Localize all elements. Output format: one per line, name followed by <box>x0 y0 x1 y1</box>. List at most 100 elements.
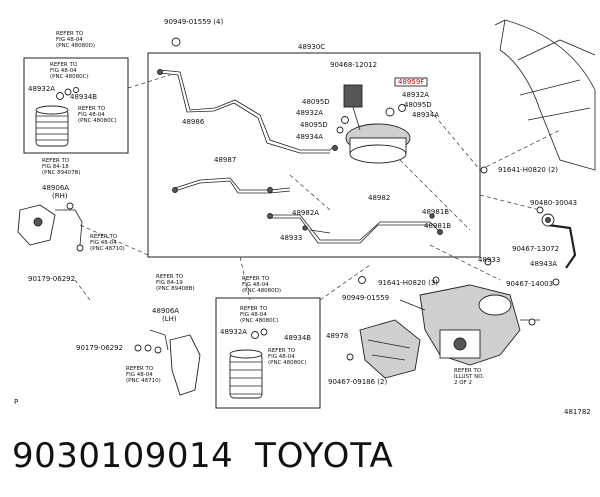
label-90467-14003: 90467-14003 <box>506 280 553 288</box>
label-48934A-right: 48934A <box>412 111 439 119</box>
refer-note-9: REFER TO FIG 48-04 (PNC 48080C) <box>268 348 307 366</box>
svg-text:FIG 48-04: FIG 48-04 <box>240 312 267 318</box>
label-48934B-box1: 48934B <box>70 93 97 101</box>
label-90179-06292-a: 90179-06292 <box>28 275 75 283</box>
svg-text:FIG 84-18: FIG 84-18 <box>42 164 69 170</box>
svg-text:REFER TO: REFER TO <box>78 106 106 112</box>
label-highlighted-part: 48959F <box>398 78 424 86</box>
label-48906A-lh: 48906A <box>152 307 179 315</box>
label-90480-30043: 90480-30043 <box>530 199 577 207</box>
label-48933-right: 48933 <box>478 256 500 264</box>
label-lh: (LH) <box>162 315 177 323</box>
refer-note-8: REFER TO FIG 48-04 (PNC 48080C) <box>240 306 279 324</box>
refer-note-7: REFER TO FIG 48-04 (PNC 48080D) <box>242 276 281 294</box>
label-91641-h0820-a: 91641-H0820 (2) <box>498 166 558 174</box>
pipe-48982 <box>270 214 441 244</box>
svg-text:FIG 48-04: FIG 48-04 <box>78 112 105 118</box>
refer-note-6: REFER TO FIG 84-19 (PNC 89408B) <box>156 274 195 292</box>
svg-text:(PNC 48080C): (PNC 48080C) <box>268 360 307 366</box>
svg-text:REFER TO: REFER TO <box>50 62 78 68</box>
svg-text:REFER TO: REFER TO <box>42 158 70 164</box>
refer-note-3: REFER TO FIG 48-04 (PNC 48080C) <box>78 106 117 124</box>
svg-text:FIG 48-04: FIG 48-04 <box>126 372 153 378</box>
label-48932A-box1: 48932A <box>28 85 55 93</box>
svg-text:FIG 48-04: FIG 48-04 <box>90 240 117 246</box>
svg-text:(PNC 48080D): (PNC 48080D) <box>242 288 281 294</box>
svg-text:(PNC 48710): (PNC 48710) <box>126 378 161 384</box>
pipe-48986 <box>159 69 336 154</box>
svg-text:(PNC 48710): (PNC 48710) <box>90 246 125 252</box>
height-control-valve <box>336 77 428 164</box>
svg-text:REFER TO: REFER TO <box>268 348 296 354</box>
air-spring-bellows-upper <box>35 87 79 147</box>
label-48982A: 48982A <box>292 209 319 217</box>
svg-text:REFER TO: REFER TO <box>454 368 482 374</box>
compressor-assembly <box>399 284 540 366</box>
part-number: 9030109014 <box>12 436 234 476</box>
label-48982: 48982 <box>368 194 390 202</box>
refer-note-11: REFER TO ILLUST NO. 2 OF 2 <box>454 368 484 386</box>
label-90949-01559-top: 90949-01559 (4) <box>164 18 223 26</box>
subassembly-box-left <box>23 57 129 154</box>
refer-notes: REFER TO FIG 48-04 (PNC 48080D) REFER TO… <box>42 31 484 386</box>
label-illustration-id: 481782 <box>564 408 591 416</box>
label-48981B: 48981B <box>422 208 449 216</box>
pipe-48987 <box>174 177 291 194</box>
svg-text:FIG 48-04: FIG 48-04 <box>268 354 295 360</box>
bolts <box>134 37 560 361</box>
label-48987: 48987 <box>214 156 236 164</box>
svg-text:FIG 48-04: FIG 48-04 <box>56 37 83 43</box>
label-48932A-right: 48932A <box>402 91 429 99</box>
label-90467-09186: 90467-09186 (2) <box>328 378 387 386</box>
svg-text:2 OF 2: 2 OF 2 <box>454 380 472 386</box>
label-48906A-rh: 48906A <box>42 184 69 192</box>
svg-text:REFER TO: REFER TO <box>126 366 154 372</box>
svg-text:(PNC 48080D): (PNC 48080D) <box>56 43 95 49</box>
bracket-48906A-lh <box>144 329 201 396</box>
svg-text:REFER TO: REFER TO <box>156 274 184 280</box>
svg-text:(PNC 48080C): (PNC 48080C) <box>50 74 89 80</box>
bracket-48906A-rh <box>17 202 84 252</box>
svg-text:FIG 84-19: FIG 84-19 <box>156 280 183 286</box>
svg-text:(PNC 48080C): (PNC 48080C) <box>240 318 279 324</box>
svg-text:(PNC 89408B): (PNC 89408B) <box>156 286 195 292</box>
svg-text:REFER TO: REFER TO <box>90 234 118 240</box>
svg-text:REFER TO: REFER TO <box>240 306 268 312</box>
label-48933-left: 48933 <box>280 234 302 242</box>
part-labels: 90949-01559 (4) 48930C 90468-12012 48959… <box>14 18 591 416</box>
svg-text:REFER TO: REFER TO <box>56 31 84 37</box>
refer-note-5: REFER TO FIG 48-04 (PNC 48710) <box>90 234 125 252</box>
assembly-frame-48930C <box>147 52 481 258</box>
subassembly-box-bottom <box>215 297 321 409</box>
label-48981B-2: 48981B <box>424 222 451 230</box>
label-48095D-left2: 48095D <box>300 121 328 129</box>
refer-note-4: REFER TO FIG 84-18 (PNC 89407B) <box>42 158 81 176</box>
svg-text:REFER TO: REFER TO <box>242 276 270 282</box>
label-48932A-box2: 48932A <box>220 328 247 336</box>
dashed-leaders <box>74 74 561 301</box>
bracket-48978 <box>359 319 421 379</box>
label-90467-13072: 90467-13072 <box>512 245 559 253</box>
label-90179-06292-b: 90179-06292 <box>76 344 123 352</box>
brand-name: TOYOTA <box>255 436 394 476</box>
label-rh: (RH) <box>52 192 68 200</box>
label-48943A: 48943A <box>530 260 557 268</box>
refer-note-10: REFER TO FIG 48-04 (PNC 48710) <box>126 366 161 384</box>
label-P: P <box>14 398 18 406</box>
label-48934A-left: 48934A <box>296 133 323 141</box>
parts-diagram: 90949-01559 (4) 48930C 90468-12012 48959… <box>14 18 596 416</box>
label-48932A-mid: 48932A <box>296 109 323 117</box>
fittings <box>157 69 443 235</box>
label-48095D-left: 48095D <box>302 98 330 106</box>
hose-48943A <box>541 213 577 269</box>
svg-text:(PNC 48080C): (PNC 48080C) <box>78 118 117 124</box>
svg-text:ILLUST NO.: ILLUST NO. <box>454 374 484 380</box>
svg-text:(PNC 89407B): (PNC 89407B) <box>42 170 81 176</box>
vehicle-body-outline <box>494 19 596 171</box>
label-90468-12012: 90468-12012 <box>330 61 377 69</box>
svg-text:FIG 48-04: FIG 48-04 <box>242 282 269 288</box>
label-48986: 48986 <box>182 118 205 126</box>
label-48934B-box2: 48934B <box>284 334 311 342</box>
refer-note-2: REFER TO FIG 48-04 (PNC 48080C) <box>50 62 89 80</box>
label-48095D-right: 48095D <box>404 101 432 109</box>
